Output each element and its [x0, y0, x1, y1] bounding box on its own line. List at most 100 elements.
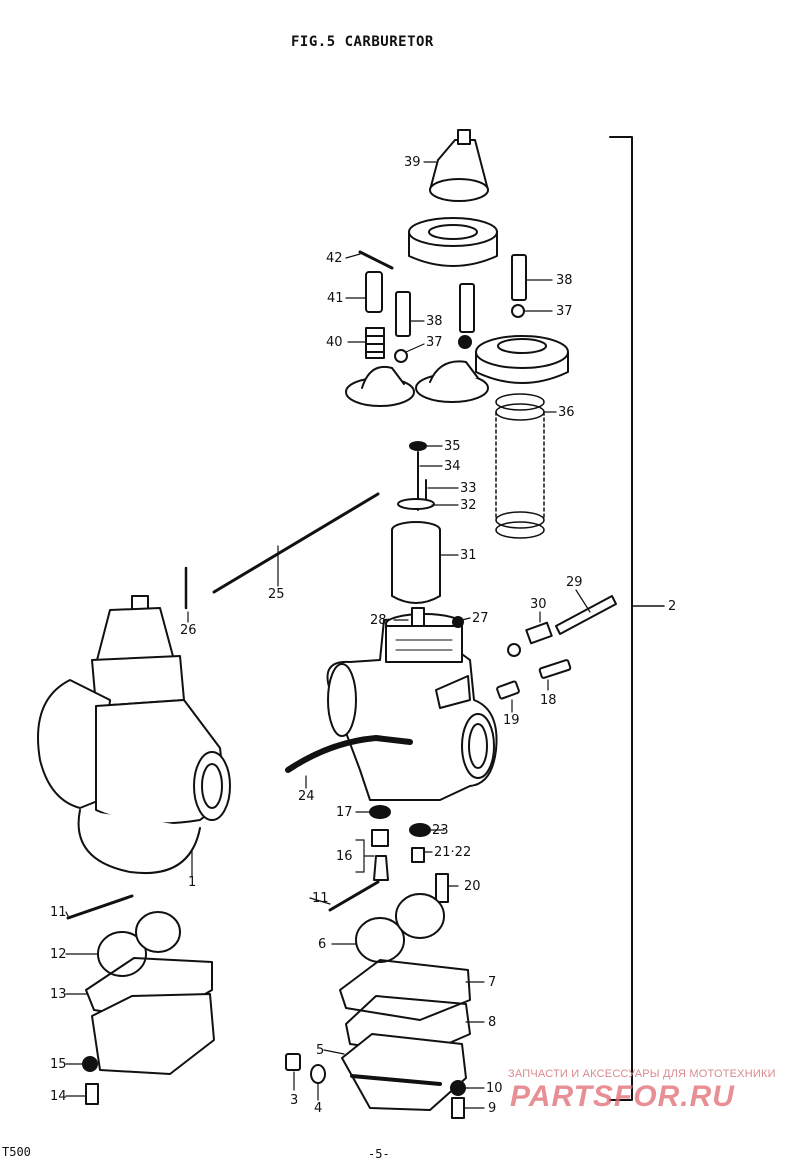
callout-38-mid: 38	[426, 314, 443, 329]
callout-12: 12	[50, 947, 67, 962]
float-pin-right-part	[328, 880, 380, 912]
callout-11-left: 11	[50, 905, 67, 920]
callout-20: 20	[464, 879, 481, 894]
callout-30: 30	[530, 597, 547, 612]
callout-21-22: 21·22	[434, 845, 472, 860]
callout-5: 5	[316, 1043, 325, 1058]
vent-hose-part	[285, 735, 413, 773]
callout-26: 26	[180, 623, 197, 638]
gasket-8-part	[345, 995, 471, 1055]
main-jet-holder-part	[371, 829, 389, 847]
callout-9: 9	[488, 1101, 497, 1116]
bolt-left-part	[395, 291, 411, 337]
callout-8: 8	[488, 1015, 497, 1030]
callout-11-right: 11	[312, 891, 329, 906]
watermark-text: ЗАПЧАСТИ И АКСЕССУАРЫ ДЛЯ МОТОТЕХНИКИ	[508, 1068, 776, 1080]
screw-3-part	[285, 1053, 301, 1071]
top-cap-ring-part	[408, 217, 498, 267]
bolt-right-part	[511, 254, 527, 301]
callout-13: 13	[50, 987, 67, 1002]
spring-small-part	[365, 327, 385, 359]
main-jet-part	[411, 847, 425, 863]
assembled-carb-part	[37, 595, 231, 874]
washer-4-part	[310, 1064, 326, 1084]
o-ring-23-part	[409, 823, 431, 837]
callout-36: 36	[558, 405, 575, 420]
footer-model-label: T500	[2, 1145, 31, 1159]
washer-10-part	[450, 1080, 466, 1096]
callout-1: 1	[188, 875, 197, 890]
watermark-logo: PARTSFOR.RU	[510, 1080, 735, 1113]
callout-32: 32	[460, 498, 477, 513]
screw-14-part	[85, 1083, 99, 1105]
callout-27: 27	[472, 611, 489, 626]
callout-42: 42	[326, 251, 343, 266]
leader-lines	[65, 161, 591, 1109]
callout-4: 4	[314, 1101, 323, 1116]
gasket-7-part	[339, 959, 471, 1021]
float-pin-left-part	[66, 894, 134, 920]
spring-30-part	[525, 621, 553, 645]
callout-2: 2	[668, 599, 677, 614]
carb-top-part	[475, 335, 569, 384]
washer-right-part	[511, 304, 525, 318]
callout-41: 41	[327, 291, 344, 306]
callout-23: 23	[432, 823, 449, 838]
callout-17: 17	[336, 805, 353, 820]
callout-35: 35	[444, 439, 461, 454]
callout-18: 18	[540, 693, 557, 708]
carb-body-part	[326, 613, 498, 801]
callout-40: 40	[326, 335, 343, 350]
callout-34: 34	[444, 459, 461, 474]
callout-16: 16	[336, 849, 353, 864]
throttle-spring-part	[495, 393, 545, 539]
callout-19: 19	[503, 713, 520, 728]
needle-clip-part	[409, 441, 427, 451]
callout-37-right: 37	[556, 304, 573, 319]
callout-28: 28	[370, 613, 387, 628]
cable-cap-right-part	[415, 360, 489, 403]
washer-left-part	[394, 349, 408, 363]
washer-15-part	[82, 1056, 98, 1072]
callout-7: 7	[488, 975, 497, 990]
callout-29: 29	[566, 575, 583, 590]
screw-27-part	[452, 616, 464, 628]
float-bowl-left-part	[91, 993, 215, 1075]
float-left-part	[97, 911, 181, 977]
o-ring-17-part	[369, 805, 391, 819]
callout-10: 10	[486, 1081, 503, 1096]
throttle-valve-part	[391, 521, 441, 604]
needle-plate-part	[397, 498, 435, 510]
rubber-cap-part	[429, 129, 489, 202]
float-bowl-right-part	[341, 1033, 467, 1111]
footer-page-number: -5-	[368, 1147, 390, 1161]
pilot-screw-part	[411, 607, 425, 627]
callout-38-right: 38	[556, 273, 573, 288]
washer-mid-part	[458, 335, 472, 349]
callout-15: 15	[50, 1057, 67, 1072]
adjust-screw-part	[555, 595, 617, 635]
figure-title: FIG.5 CARBURETOR	[291, 34, 434, 50]
callout-25: 25	[268, 587, 285, 602]
float-right-part	[355, 893, 445, 963]
callout-6: 6	[318, 937, 327, 952]
assembly-bracket	[609, 136, 633, 1101]
callout-39: 39	[404, 155, 421, 170]
callout-24: 24	[298, 789, 315, 804]
callout-33: 33	[460, 481, 477, 496]
drain-screw-part	[451, 1097, 465, 1119]
clip-part	[358, 250, 394, 270]
callout-3: 3	[290, 1093, 299, 1108]
adjuster-screw-part	[365, 271, 383, 313]
choke-rod-part	[212, 492, 380, 594]
spring-19-part	[496, 680, 520, 700]
callout-37-mid: 37	[426, 335, 443, 350]
bolt-mid-part	[459, 283, 475, 333]
needle-jet-part	[373, 855, 389, 881]
washer-30-part	[507, 643, 521, 657]
screw-18-part	[538, 659, 572, 679]
gasket-13-part	[85, 957, 213, 1021]
cable-cap-left-part	[345, 366, 415, 407]
